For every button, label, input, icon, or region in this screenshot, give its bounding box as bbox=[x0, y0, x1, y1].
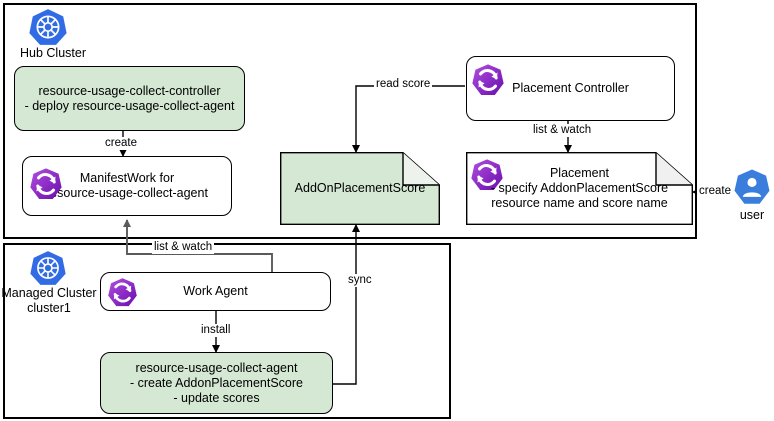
ocm-icon-glyph bbox=[30, 168, 62, 199]
edge-label-install-agent: install bbox=[199, 324, 233, 337]
edge-label-text: list & watch bbox=[154, 241, 213, 253]
hub-cluster-label: Hub Cluster bbox=[8, 46, 98, 61]
managed-cluster-label-line1: Managed Cluster bbox=[1, 286, 97, 300]
placement-controller-label: Placement Controller bbox=[512, 81, 629, 95]
edge-label-text: list & watch bbox=[533, 124, 592, 136]
node-work-agent[interactable]: Work Agent bbox=[100, 272, 331, 311]
ocm-icon-glyph bbox=[108, 278, 137, 307]
node-placement[interactable]: Placement - specify AddonPlacementScore … bbox=[466, 152, 693, 225]
edge-label-create-placement: create bbox=[697, 185, 733, 198]
agent-line3: - update scores bbox=[173, 390, 260, 405]
agent-line1: resource-usage-collect-agent bbox=[135, 360, 298, 375]
node-addonplacementscore[interactable]: AddOnPlacementScore bbox=[280, 152, 440, 225]
node-placement-controller[interactable]: Placement Controller bbox=[466, 56, 675, 121]
user-icon[interactable] bbox=[733, 168, 771, 206]
note-shape bbox=[280, 152, 440, 225]
edge-label-text: create bbox=[699, 185, 731, 197]
edge-label-list-watch-manifestwork: list & watch bbox=[152, 241, 215, 254]
user-label: user bbox=[726, 208, 774, 223]
placement-line2: - specify AddonPlacementScore bbox=[490, 181, 669, 195]
placement-line3: resource name and score name bbox=[491, 196, 668, 210]
ocm-icon bbox=[470, 158, 504, 192]
managed-cluster-label: Managed Cluster cluster1 bbox=[0, 286, 98, 316]
agent-line2: - create AddonPlacementScore bbox=[129, 375, 304, 390]
hub-cluster-label-text: Hub Cluster bbox=[20, 46, 86, 60]
ocm-icon-glyph bbox=[472, 64, 504, 95]
note-shape bbox=[466, 152, 693, 225]
addonplacementscore-label: AddOnPlacementScore bbox=[294, 181, 426, 195]
ocm-icon-glyph bbox=[471, 159, 503, 190]
node-manifestwork[interactable]: ManifestWork for resource-usage-collect-… bbox=[22, 156, 232, 216]
user-icon-glyph bbox=[734, 169, 770, 204]
edge-label-text: create bbox=[105, 137, 137, 149]
edge-label-text: sync bbox=[348, 274, 372, 286]
manifestwork-line1: ManifestWork for bbox=[79, 171, 175, 185]
kubernetes-icon bbox=[29, 8, 67, 46]
node-resource-usage-collect-controller[interactable]: resource-usage-collect-controller - depl… bbox=[14, 66, 245, 131]
kubernetes-icon-glyph bbox=[30, 251, 66, 285]
controller-line2: - deploy resource-usage-collect-agent bbox=[24, 98, 235, 113]
ocm-icon bbox=[107, 277, 138, 308]
node-resource-usage-collect-agent[interactable]: resource-usage-collect-agent - create Ad… bbox=[100, 352, 333, 414]
ocm-icon bbox=[29, 167, 63, 201]
ocm-icon bbox=[471, 63, 505, 97]
edge-label-list-watch-placement: list & watch bbox=[531, 124, 594, 137]
edge-label-read-score: read score bbox=[374, 78, 433, 91]
kubernetes-icon-glyph bbox=[29, 9, 67, 45]
work-agent-label: Work Agent bbox=[183, 284, 248, 298]
controller-line1: resource-usage-collect-controller bbox=[38, 83, 221, 98]
manifestwork-line2: resource-usage-collect-agent bbox=[46, 186, 208, 200]
placement-line1: Placement bbox=[549, 166, 610, 180]
edge-label-sync-score: sync bbox=[346, 274, 374, 287]
edge-label-create-manifestwork: create bbox=[103, 137, 139, 150]
edge-label-text: read score bbox=[376, 78, 431, 90]
managed-cluster-label-line2: cluster1 bbox=[27, 301, 71, 315]
edge-label-text: install bbox=[201, 324, 231, 336]
user-label-text: user bbox=[739, 208, 765, 222]
kubernetes-icon bbox=[30, 250, 66, 286]
